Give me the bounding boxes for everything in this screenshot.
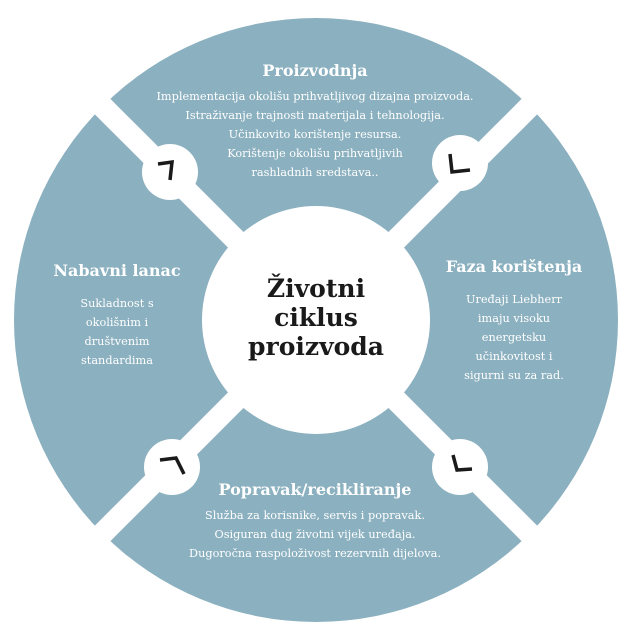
connector-bottom-left	[144, 439, 200, 495]
segment-line: društvenim	[85, 335, 150, 348]
chevron-arrow-icon	[159, 456, 186, 475]
segment-line: učinkovitost i	[475, 350, 552, 363]
segment-line: imaju visoku	[478, 312, 550, 325]
segment-title-repair: Popravak/recikliranje	[219, 480, 412, 499]
segment-production: Proizvodnja Implementacija okolišu prihv…	[156, 61, 473, 179]
center-line-1: Životni	[267, 274, 365, 303]
segment-line: standardima	[81, 354, 153, 367]
segment-line: Korištenje okolišu prihvatljivih	[227, 147, 403, 160]
center-line-2: ciklus	[274, 303, 358, 332]
segment-usage: Faza korištenja Uređaji Liebherr imaju v…	[446, 257, 583, 382]
segment-line: Osiguran dug životni vijek uređaja.	[214, 528, 415, 541]
segment-supply-chain: Nabavni lanac Sukladnost s okolišnim i d…	[53, 261, 181, 367]
center-circle	[202, 206, 430, 434]
segment-line: Istraživanje trajnosti materijala i tehn…	[185, 109, 444, 122]
segment-repair: Popravak/recikliranje Služba za korisnik…	[189, 480, 441, 560]
segment-line: Sukladnost s	[80, 297, 153, 310]
chevron-arrow-icon	[448, 153, 471, 174]
segment-title-usage: Faza korištenja	[446, 257, 583, 276]
center-label: Životni ciklus proizvoda	[248, 274, 384, 361]
segment-line: Učinkovito korištenje resursa.	[229, 128, 402, 141]
segment-line: Dugoročna raspoloživost rezervnih dijelo…	[189, 547, 441, 560]
segment-line: Implementacija okolišu prihvatljivog diz…	[156, 90, 473, 103]
segment-line: Uređaji Liebherr	[466, 293, 563, 306]
segment-line: sigurni su za rad.	[464, 369, 564, 382]
segment-line: Služba za korisnike, servis i popravak.	[205, 509, 425, 522]
segment-line: rashladnih sredstava..	[251, 166, 378, 179]
segment-line: okolišnim i	[86, 316, 149, 329]
chevron-arrow-icon	[451, 454, 473, 472]
connector-top-left	[142, 144, 198, 200]
segment-title-production: Proizvodnja	[262, 61, 367, 80]
center-line-3: proizvoda	[248, 332, 384, 361]
chevron-arrow-icon	[157, 159, 174, 181]
segment-title-supply-chain: Nabavni lanac	[53, 261, 181, 280]
segment-line: energetsku	[482, 331, 546, 344]
connector-bottom-right	[432, 439, 488, 495]
connector-top-right	[432, 135, 488, 191]
